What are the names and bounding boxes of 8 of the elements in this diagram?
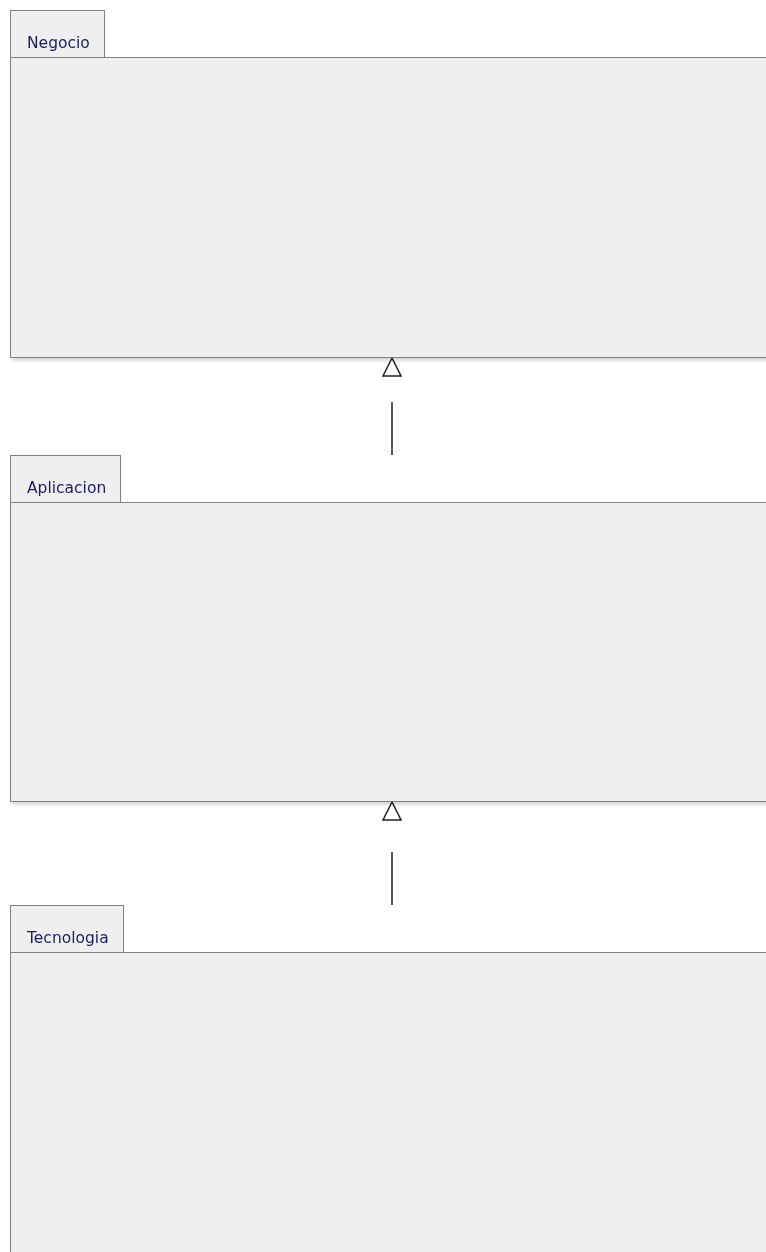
package [10, 905, 766, 1252]
package-tab: Tecnologia [10, 905, 124, 952]
package-tab: Negocio [10, 10, 105, 57]
package-tab: Aplicacion [10, 455, 122, 502]
package [10, 10, 766, 358]
arrow [382, 357, 402, 456]
package [10, 455, 766, 802]
arrow [382, 801, 402, 906]
